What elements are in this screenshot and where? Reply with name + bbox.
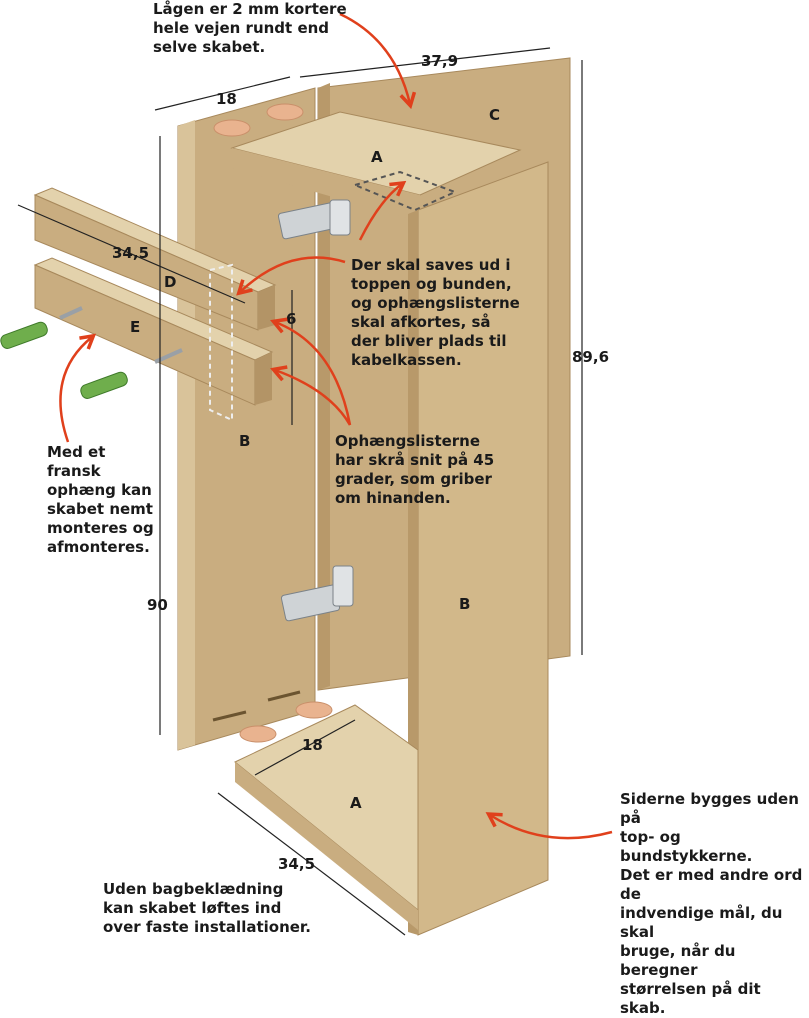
dowel: [213, 119, 251, 137]
dim-bottom-depth: 18: [302, 736, 323, 754]
sides-note: Siderne bygges uden på top- og bundstykk…: [620, 790, 803, 1017]
dim-rail-height: 6: [286, 310, 296, 328]
dowel: [239, 725, 277, 743]
dowel: [295, 701, 333, 719]
label-rail-d: D: [164, 273, 176, 291]
dim-side-depth-top: 18: [216, 90, 237, 108]
wall-plug: [80, 371, 128, 399]
hinge-bottom: [280, 565, 354, 622]
screw: [59, 306, 83, 320]
label-door-c: C: [489, 106, 500, 124]
door-note: Lågen er 2 mm kortere hele vejen rundt e…: [153, 0, 347, 56]
label-top-a: A: [371, 148, 383, 166]
label-bottom-a: A: [350, 794, 362, 812]
dimension-lines: [17, 47, 583, 936]
rail-e: [33, 257, 274, 406]
dowel: [266, 103, 304, 121]
hinge-top: [277, 199, 351, 240]
cut-note: Der skal saves ud i toppen og bunden, og…: [351, 256, 520, 369]
rail-d: [33, 187, 277, 331]
arrows: [59, 12, 613, 840]
dim-side-height: 90: [147, 596, 168, 614]
label-side-left-b: B: [239, 432, 250, 450]
exploded-cabinet-diagram: 37,9 18 34,5 6 89,6 90 18 34,5 A C D E B…: [0, 12, 613, 936]
wall-plug: [0, 321, 48, 349]
bottom-panel-a: [234, 704, 419, 930]
rail-note: Ophængslisterne har skrå snit på 45 grad…: [335, 432, 495, 507]
dim-bottom-width: 34,5: [278, 855, 315, 873]
no-back-note: Uden bagbeklædning kan skabet løftes ind…: [103, 880, 311, 936]
dim-cabinet-height: 89,6: [572, 348, 609, 366]
top-panel-a: [230, 111, 522, 222]
label-side-right-b: B: [459, 595, 470, 613]
french-cleat-note: Med et fransk ophæng kan skabet nemt mon…: [47, 443, 154, 556]
label-rail-e: E: [130, 318, 140, 336]
dim-door-width: 37,9: [421, 52, 458, 70]
dim-rail-length: 34,5: [112, 244, 149, 262]
